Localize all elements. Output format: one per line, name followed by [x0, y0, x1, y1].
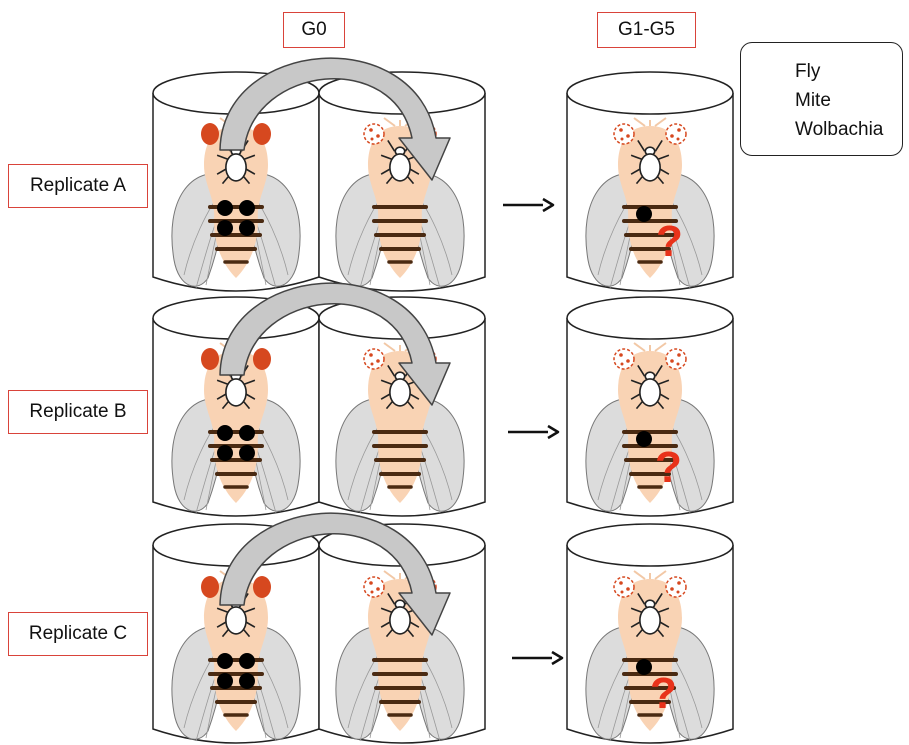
replicate-c-row	[153, 513, 733, 743]
replicate-label-a: Replicate A	[8, 164, 148, 208]
generation-arrow-a	[503, 199, 553, 211]
replicate-a-row	[153, 58, 733, 291]
header-g0: G0	[283, 12, 345, 48]
legend-fly-label: Fly	[795, 61, 820, 83]
header-g1-g5: G1-G5	[597, 12, 696, 48]
legend-box: Fly Mite Wolbachia	[740, 42, 903, 156]
question-mark-c: ?	[650, 669, 677, 718]
replicate-label-c: Replicate C	[8, 612, 148, 656]
generation-arrow-b	[508, 426, 558, 438]
question-mark-b: ?	[655, 443, 682, 492]
replicate-b-row	[153, 283, 733, 516]
generation-arrow-c	[512, 652, 562, 664]
replicate-label-b: Replicate B	[8, 390, 148, 434]
question-mark-a: ?	[656, 217, 683, 266]
legend-mite-label: Mite	[795, 90, 831, 112]
legend-wolbachia-label: Wolbachia	[795, 119, 883, 141]
